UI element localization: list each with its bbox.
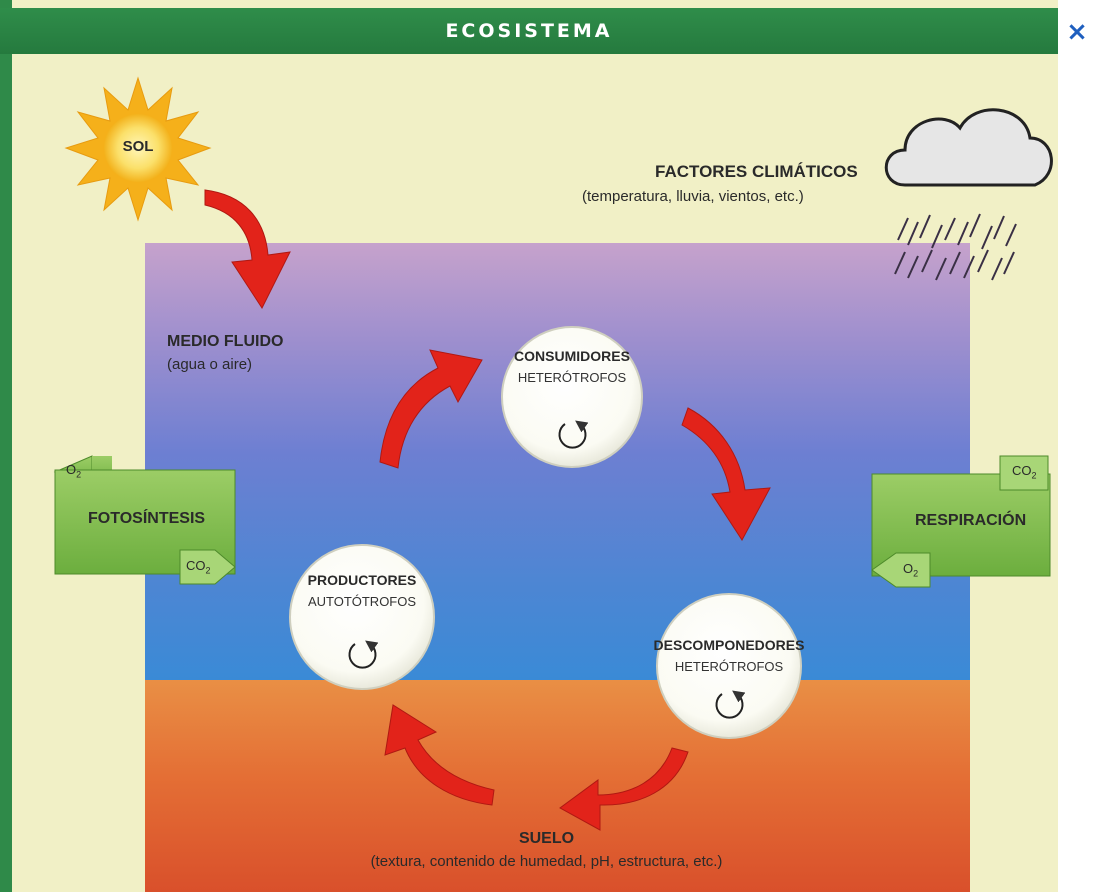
fluid-medium-subtitle: (agua o aire) bbox=[167, 356, 253, 373]
photosynthesis-panel bbox=[53, 455, 236, 585]
rain-cloud-icon bbox=[884, 108, 1053, 281]
soil-title: SUELO bbox=[518, 830, 575, 847]
respiration-o2-label: O2 bbox=[903, 561, 919, 579]
photosynthesis-co2-label: CO2 bbox=[186, 558, 211, 576]
cycle-arrows bbox=[379, 349, 771, 831]
consumers-subtitle: HETERÓTROFOS bbox=[517, 370, 627, 385]
respiration-panel bbox=[871, 455, 1051, 588]
decomposers-node bbox=[656, 593, 802, 739]
sunlight-arrow bbox=[204, 189, 291, 310]
decomposers-title: DESCOMPONEDORES bbox=[653, 637, 805, 653]
decomposers-subtitle: HETERÓTROFOS bbox=[674, 659, 784, 674]
photosynthesis-o2-label: O2 bbox=[66, 462, 82, 480]
climate-factors-subtitle: (temperatura, lluvia, vientos, etc.) bbox=[582, 188, 804, 205]
respiration-label: RESPIRACIÓN bbox=[915, 512, 1027, 529]
climate-factors-title: FACTORES CLIMÁTICOS bbox=[655, 162, 858, 181]
respiration-co2-label: CO2 bbox=[1012, 463, 1037, 481]
arrow-soil-to-producers bbox=[384, 704, 495, 806]
arrow-consumers-to-decomposers bbox=[681, 407, 771, 541]
arrow-decomposers-to-soil bbox=[559, 747, 689, 831]
sun-icon bbox=[64, 76, 212, 222]
soil-subtitle: (textura, contenido de humedad, pH, estr… bbox=[370, 853, 723, 870]
page-title: ECOSISTEMA bbox=[445, 20, 613, 42]
cycle-icon bbox=[348, 640, 379, 669]
arrow-producers-to-consumers bbox=[379, 349, 483, 469]
close-button[interactable]: × bbox=[1062, 12, 1092, 52]
photosynthesis-label: FOTOSÍNTESIS bbox=[88, 510, 206, 527]
sun-label: SOL bbox=[122, 138, 154, 155]
consumers-node bbox=[501, 326, 643, 468]
producers-subtitle: AUTOTÓTROFOS bbox=[307, 594, 417, 609]
fluid-medium-title: MEDIO FLUIDO bbox=[167, 333, 284, 350]
cycle-icon bbox=[715, 690, 746, 719]
consumers-title: CONSUMIDORES bbox=[514, 348, 630, 364]
producers-node bbox=[289, 544, 435, 690]
title-bar bbox=[0, 8, 1058, 54]
producers-title: PRODUCTORES bbox=[307, 572, 417, 588]
soil-area bbox=[145, 680, 970, 892]
cycle-icon bbox=[558, 420, 589, 449]
